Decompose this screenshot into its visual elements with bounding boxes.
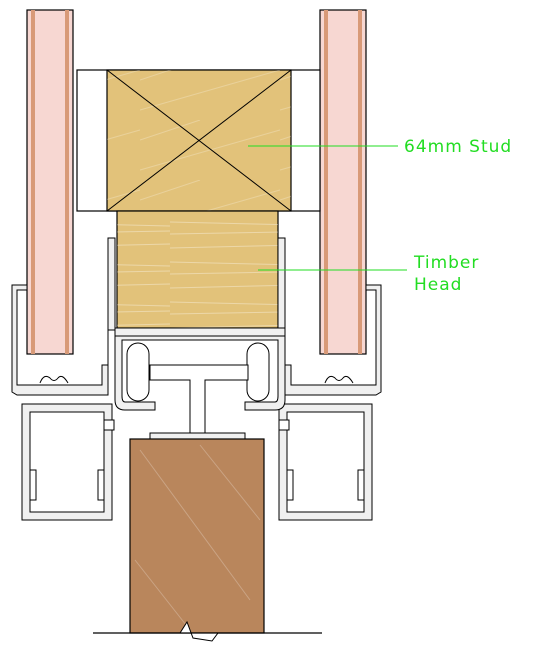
right-aluminium-track [277,237,382,521]
timber-label-line1: Timber [413,253,479,273]
annotation-timber-head: Timber Head [258,253,479,295]
timber-head-block [116,210,279,329]
stud-timber [106,69,292,212]
stud-label: 64mm Stud [404,137,512,157]
right-wall-board [319,9,367,355]
left-wall-board [26,9,74,355]
timber-label-line2: Head [414,275,462,295]
door-leaf [129,432,265,642]
centre-channel [114,327,286,434]
annotation-stud: 64mm Stud [248,137,512,157]
left-aluminium-track [11,237,116,521]
